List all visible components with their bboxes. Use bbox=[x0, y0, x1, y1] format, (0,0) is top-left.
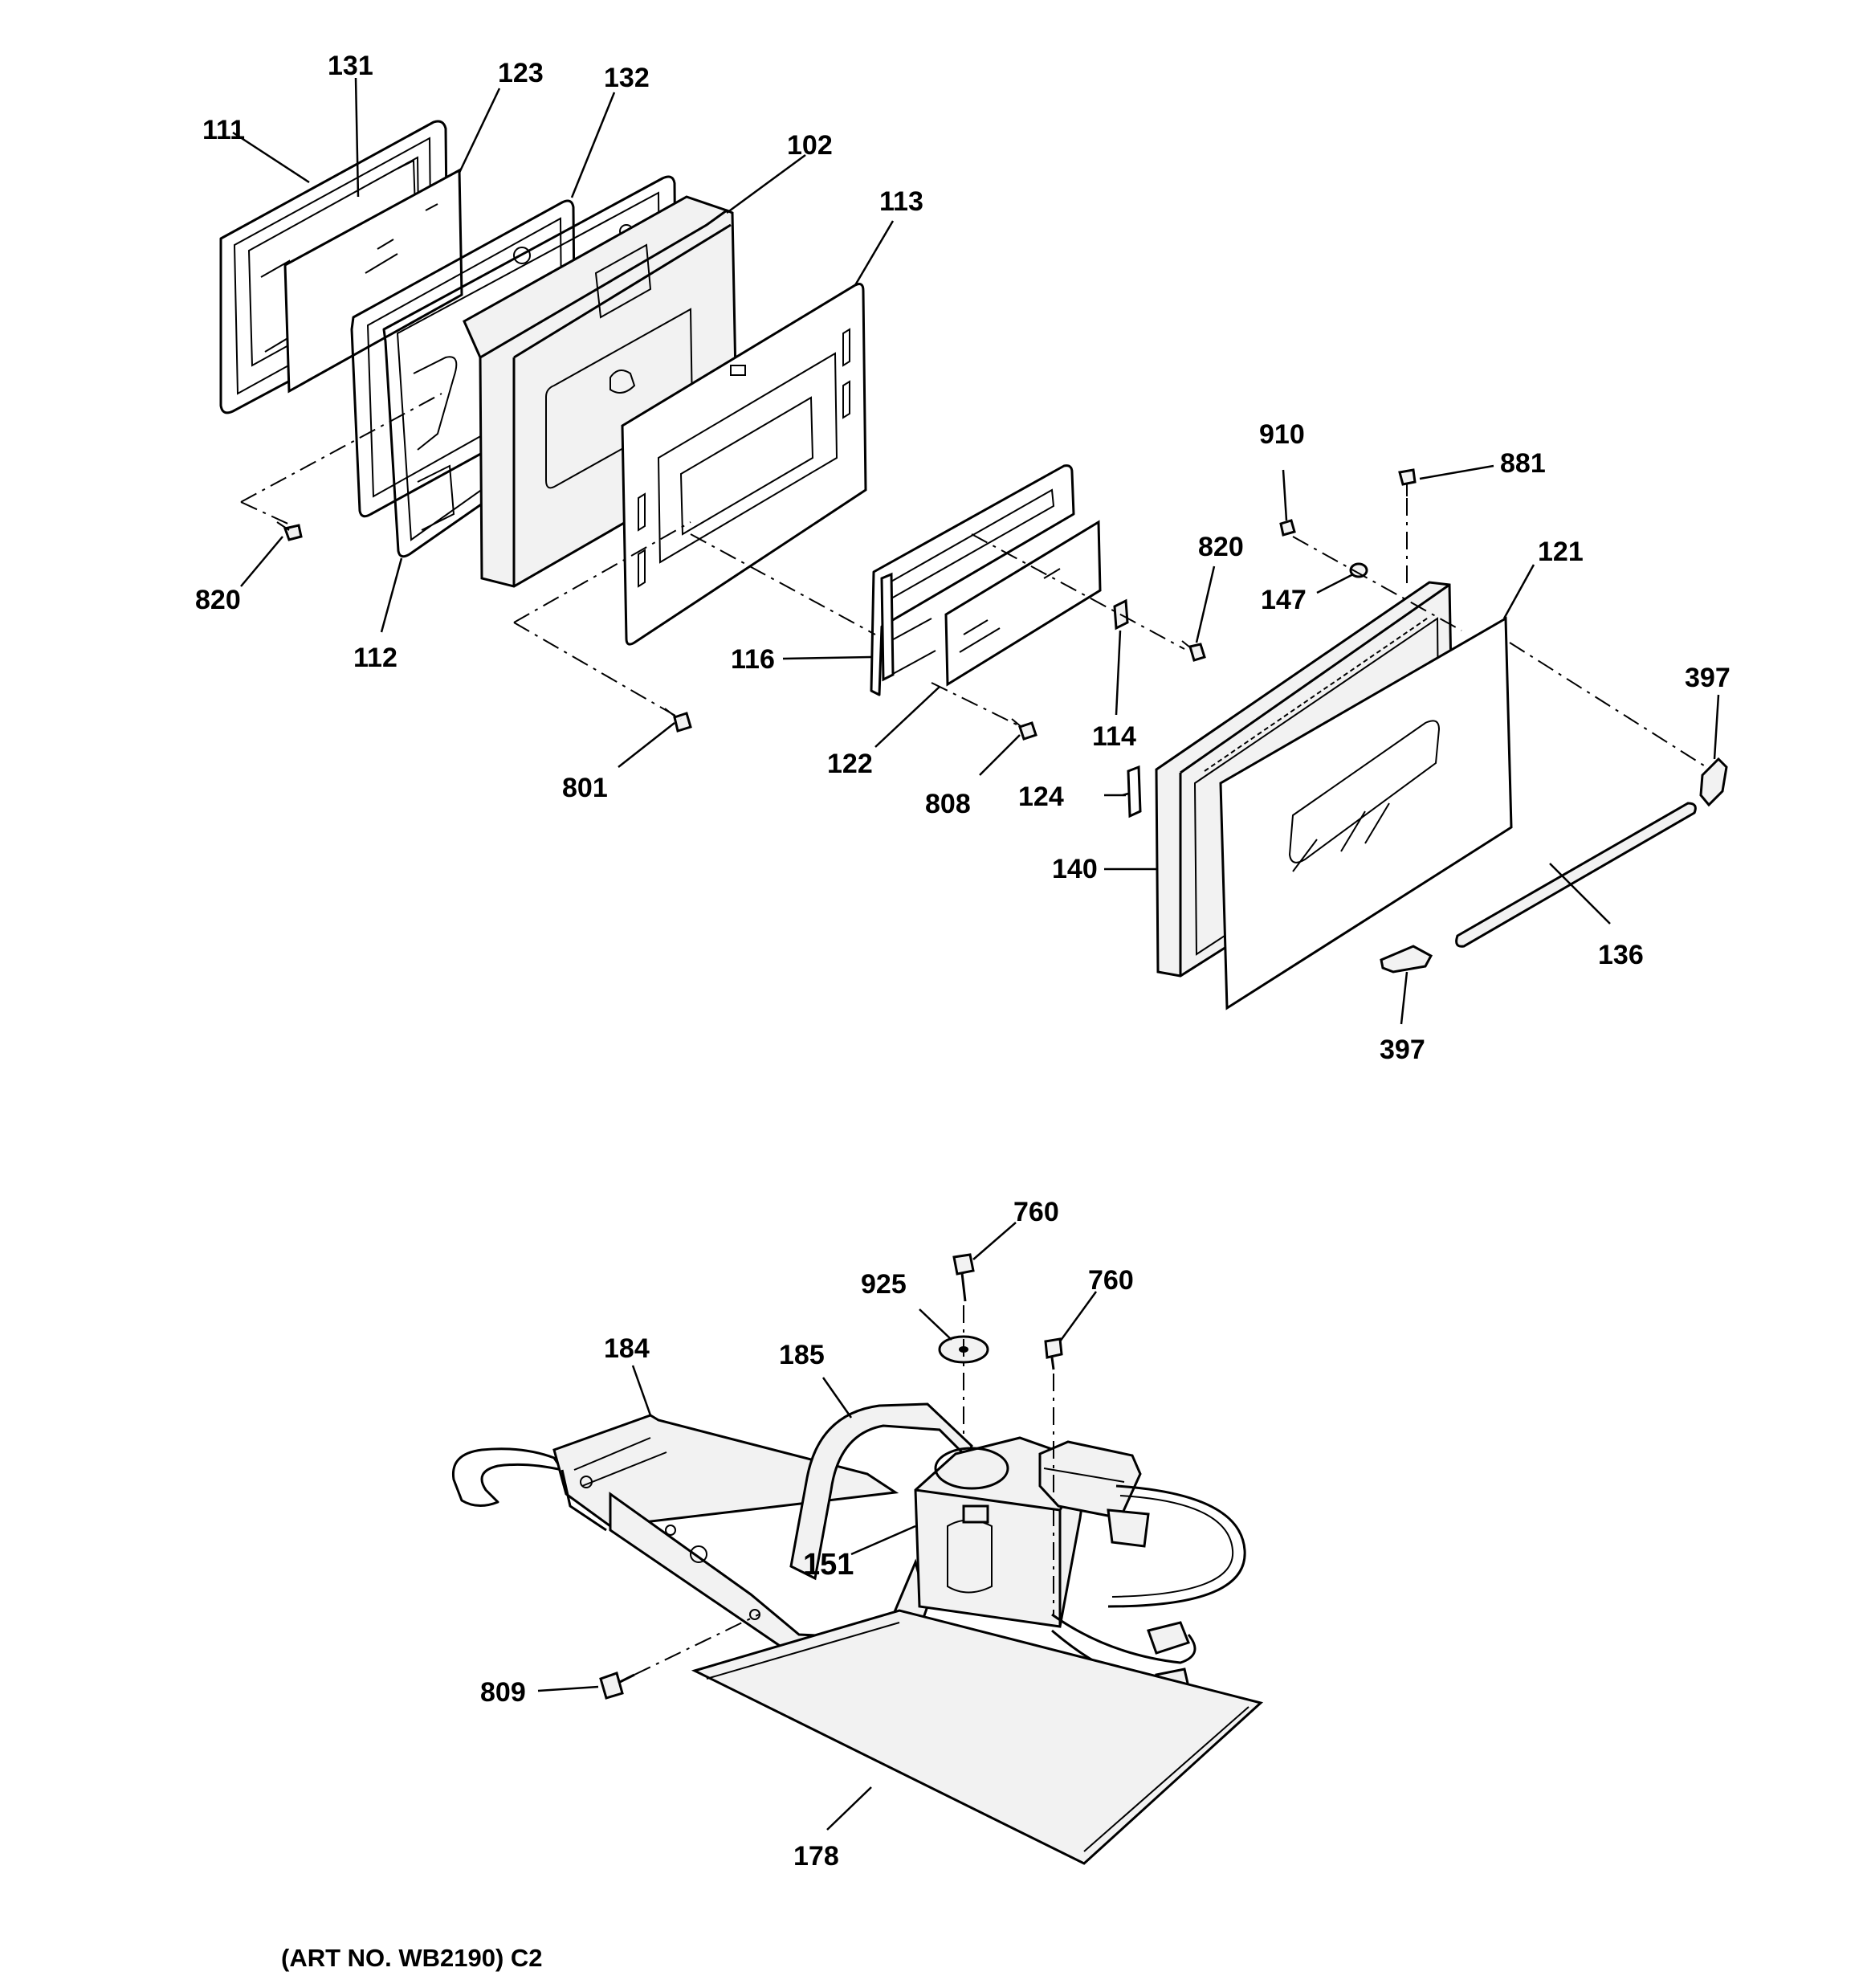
label-808: 808 bbox=[925, 789, 971, 819]
washer-147 bbox=[1349, 562, 1368, 578]
label-112: 112 bbox=[353, 643, 397, 673]
label-184: 184 bbox=[604, 1333, 650, 1364]
part-124-plate bbox=[1127, 765, 1142, 818]
label-136: 136 bbox=[1598, 940, 1644, 970]
leader-lines-upper bbox=[232, 77, 1720, 1025]
leader-lines-lower bbox=[537, 1222, 1098, 1831]
label-178: 178 bbox=[793, 1841, 839, 1872]
assembly-lines-upper bbox=[240, 393, 1707, 768]
part-185-lever-strap bbox=[789, 1402, 973, 1581]
screw-760-top bbox=[952, 1253, 975, 1302]
part-136-handle-rod bbox=[1455, 802, 1697, 948]
part-labels: 131 123 132 111 102 113 820 112 801 910 … bbox=[195, 51, 1731, 1872]
part-123-inner-glass bbox=[283, 168, 463, 394]
label-114: 114 bbox=[1092, 721, 1136, 752]
screw-809 bbox=[599, 1672, 635, 1700]
part-178-insulation-pad bbox=[691, 1609, 1264, 1865]
screw-910 bbox=[1279, 519, 1296, 537]
label-116: 116 bbox=[731, 644, 775, 675]
art-number-caption: (ART NO. WB2190) C2 bbox=[281, 1944, 543, 1972]
part-397-handle-cap-lower bbox=[1380, 945, 1433, 974]
label-185: 185 bbox=[779, 1340, 825, 1370]
screw-820-right bbox=[1181, 640, 1206, 662]
assembly-lines-lower bbox=[634, 1305, 1054, 1676]
label-111: 111 bbox=[202, 115, 245, 145]
part-113-door-liner-panel bbox=[621, 283, 867, 646]
label-147: 147 bbox=[1261, 585, 1307, 615]
screw-808 bbox=[1011, 718, 1037, 741]
screw-881 bbox=[1398, 468, 1417, 496]
label-820-left: 820 bbox=[195, 585, 241, 615]
label-760-right: 760 bbox=[1088, 1265, 1134, 1296]
label-881: 881 bbox=[1500, 448, 1546, 479]
label-122: 122 bbox=[827, 749, 873, 779]
label-925: 925 bbox=[861, 1269, 907, 1300]
label-397-upper: 397 bbox=[1685, 663, 1731, 693]
label-131: 131 bbox=[328, 51, 373, 81]
label-910: 910 bbox=[1259, 419, 1305, 450]
part-microswitch bbox=[1038, 1440, 1150, 1548]
label-801: 801 bbox=[562, 773, 608, 803]
label-123: 123 bbox=[498, 58, 544, 88]
part-116-glass-holder bbox=[870, 464, 1075, 696]
part-397-handle-cap-upper bbox=[1699, 757, 1728, 807]
label-760-top: 760 bbox=[1013, 1197, 1059, 1227]
part-122-middle-glass bbox=[944, 520, 1102, 687]
label-102: 102 bbox=[787, 130, 833, 161]
label-124: 124 bbox=[1018, 782, 1064, 812]
label-113: 113 bbox=[879, 186, 923, 217]
screw-820-left bbox=[276, 521, 303, 541]
screw-760-right bbox=[1044, 1337, 1063, 1370]
label-820-right: 820 bbox=[1198, 532, 1244, 562]
part-121-outer-glass bbox=[1219, 616, 1513, 1010]
label-397-lower: 397 bbox=[1380, 1035, 1425, 1065]
label-121: 121 bbox=[1538, 537, 1584, 567]
label-140: 140 bbox=[1052, 854, 1098, 884]
label-151: 151 bbox=[803, 1548, 854, 1582]
label-809: 809 bbox=[480, 1677, 526, 1708]
label-132: 132 bbox=[604, 63, 650, 93]
